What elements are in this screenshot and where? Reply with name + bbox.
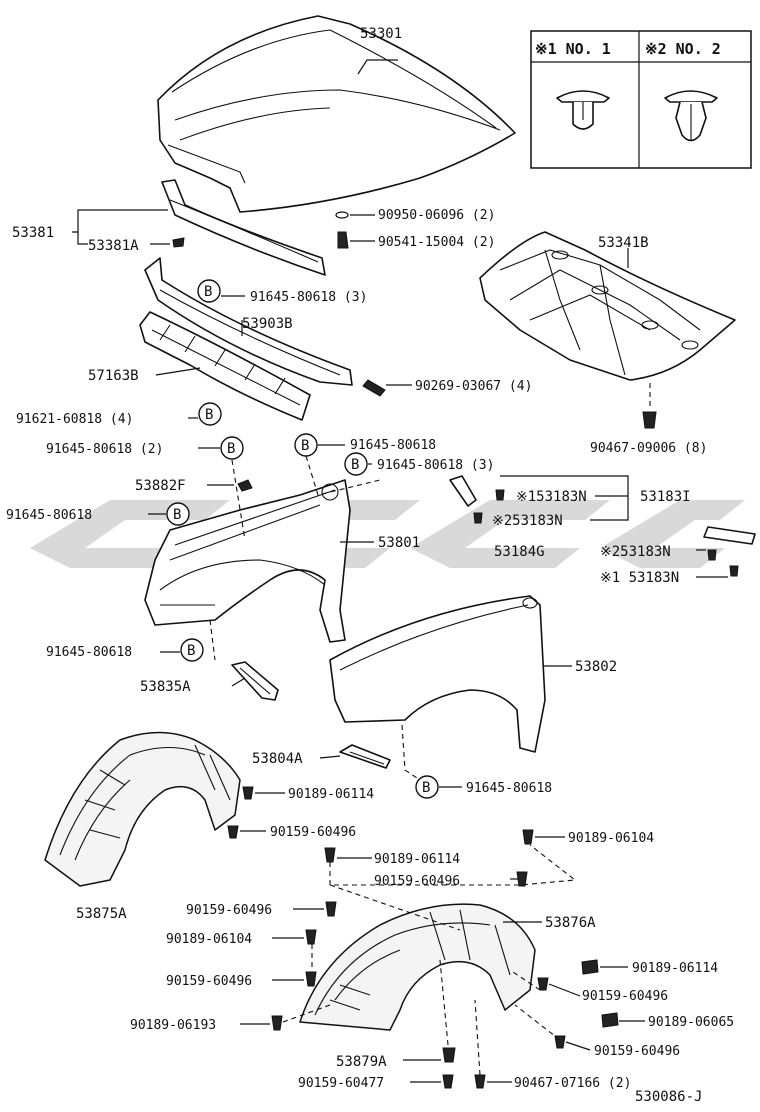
- label-53882F: 53882F: [135, 478, 186, 494]
- circle-b-markers: B B B B B B B B: [166, 279, 439, 799]
- hood-bracket-53183I: [449, 475, 505, 524]
- label-91645-80618-lower: 91645-80618: [46, 645, 132, 660]
- label-91645-80618-3b: 91645-80618 (3): [377, 458, 494, 473]
- hood-seal-part: [161, 179, 326, 276]
- circle-b-6: B: [173, 507, 181, 523]
- legend-box: ※1 NO. 1 ※2 NO. 2: [530, 30, 752, 169]
- clips-right-liner: [271, 829, 619, 1089]
- label-253183N-a: ※253183N: [492, 513, 563, 529]
- circle-b-1: B: [204, 284, 212, 300]
- label-53876A: 53876A: [545, 915, 596, 931]
- circle-b-7: B: [187, 643, 195, 659]
- label-57163B: 57163B: [88, 368, 139, 384]
- label-90541-15004: 90541-15004 (2): [378, 235, 495, 250]
- label-90467-07166: 90467-07166 (2): [514, 1076, 631, 1091]
- fender-left-part: [144, 479, 351, 643]
- bolt-90269: [362, 379, 412, 397]
- label-53903B: 53903B: [242, 316, 293, 332]
- clip-no1-icon: [556, 90, 610, 130]
- label-53301: 53301: [360, 26, 402, 42]
- label-153183N: ※153183N: [516, 489, 587, 505]
- label-91645-80618-top: 91645-80618: [350, 438, 436, 453]
- label-91645-80618-2: 91645-80618 (2): [46, 442, 163, 457]
- label-53183I: 53183I: [640, 489, 691, 505]
- circle-b-4: B: [301, 438, 309, 454]
- label-153183N-b: ※1 53183N: [600, 570, 679, 586]
- label-53381: 53381: [12, 225, 54, 241]
- label-53802: 53802: [575, 659, 617, 675]
- label-91621-60818: 91621-60818 (4): [16, 412, 133, 427]
- label-90269-03067: 90269-03067 (4): [415, 379, 532, 394]
- label-53184G: 53184G: [494, 544, 545, 560]
- label-53875A: 53875A: [76, 906, 127, 922]
- clip-90467-hood: [642, 383, 657, 429]
- label-90159-60496-c: 90159-60496: [186, 903, 272, 918]
- label-53341B: 53341B: [598, 235, 649, 251]
- label-90950-06096: 90950-06096 (2): [378, 208, 495, 223]
- clip-53882F: [207, 479, 253, 492]
- label-90189-06114-c: 90189-06114: [632, 961, 718, 976]
- label-90159-60496-a: 90159-60496: [270, 825, 356, 840]
- circle-b-5: B: [351, 457, 359, 473]
- label-53804A: 53804A: [252, 751, 303, 767]
- label-91645-80618-bottom: 91645-80618: [466, 781, 552, 796]
- clip-53381A: [172, 237, 185, 248]
- circle-b-2: B: [205, 407, 213, 423]
- circle-b-3: B: [227, 441, 235, 457]
- radiator-support-part: [139, 311, 311, 421]
- diagram-code: 530086-J: [635, 1089, 702, 1105]
- radiator-seal-part: [144, 257, 353, 386]
- label-90159-60496-f: 90159-60496: [594, 1044, 680, 1059]
- label-90189-06104-b: 90189-06104: [166, 932, 252, 947]
- fender-liner-left-part: [44, 731, 241, 887]
- label-90189-06193: 90189-06193: [130, 1018, 216, 1033]
- hood-insulator-part: [479, 231, 736, 381]
- label-90189-06114-b: 90189-06114: [374, 852, 460, 867]
- label-91645-80618-3: 91645-80618 (3): [250, 290, 367, 305]
- fender-right-part: [329, 595, 546, 753]
- label-90467-09006: 90467-09006 (8): [590, 441, 707, 456]
- hood-part: [157, 15, 516, 213]
- bracket-53835A-part: [231, 661, 279, 701]
- label-90189-06114-a: 90189-06114: [288, 787, 374, 802]
- legend-no1-label: ※1 NO. 1: [535, 40, 611, 58]
- label-90189-06065: 90189-06065: [648, 1015, 734, 1030]
- hood-fasteners: [335, 211, 375, 249]
- circle-b-8: B: [422, 780, 430, 796]
- label-253183N-b: ※253183N: [600, 544, 671, 560]
- label-90159-60477: 90159-60477: [298, 1076, 384, 1091]
- label-53835A: 53835A: [140, 679, 191, 695]
- fender-liner-right-part: [299, 903, 536, 1031]
- clip-no2-icon: [664, 90, 718, 142]
- label-53879A: 53879A: [336, 1054, 387, 1070]
- bracket-53804A-part: [339, 744, 391, 769]
- label-53381A: 53381A: [88, 238, 139, 254]
- clips-left-liner: [227, 786, 285, 839]
- label-90159-60496-e: 90159-60496: [582, 989, 668, 1004]
- label-53801: 53801: [378, 535, 420, 551]
- label-90159-60496-b: 90159-60496: [374, 874, 460, 889]
- legend-no2-label: ※2 NO. 2: [645, 40, 721, 58]
- label-91645-80618-left: 91645-80618: [6, 508, 92, 523]
- hood-bracket-53184G: [703, 526, 756, 577]
- part-labels: 53301 53381 53381A 90950-06096 (2) 90541…: [6, 26, 734, 1105]
- label-90189-06104-a: 90189-06104: [568, 831, 654, 846]
- label-90159-60496-d: 90159-60496: [166, 974, 252, 989]
